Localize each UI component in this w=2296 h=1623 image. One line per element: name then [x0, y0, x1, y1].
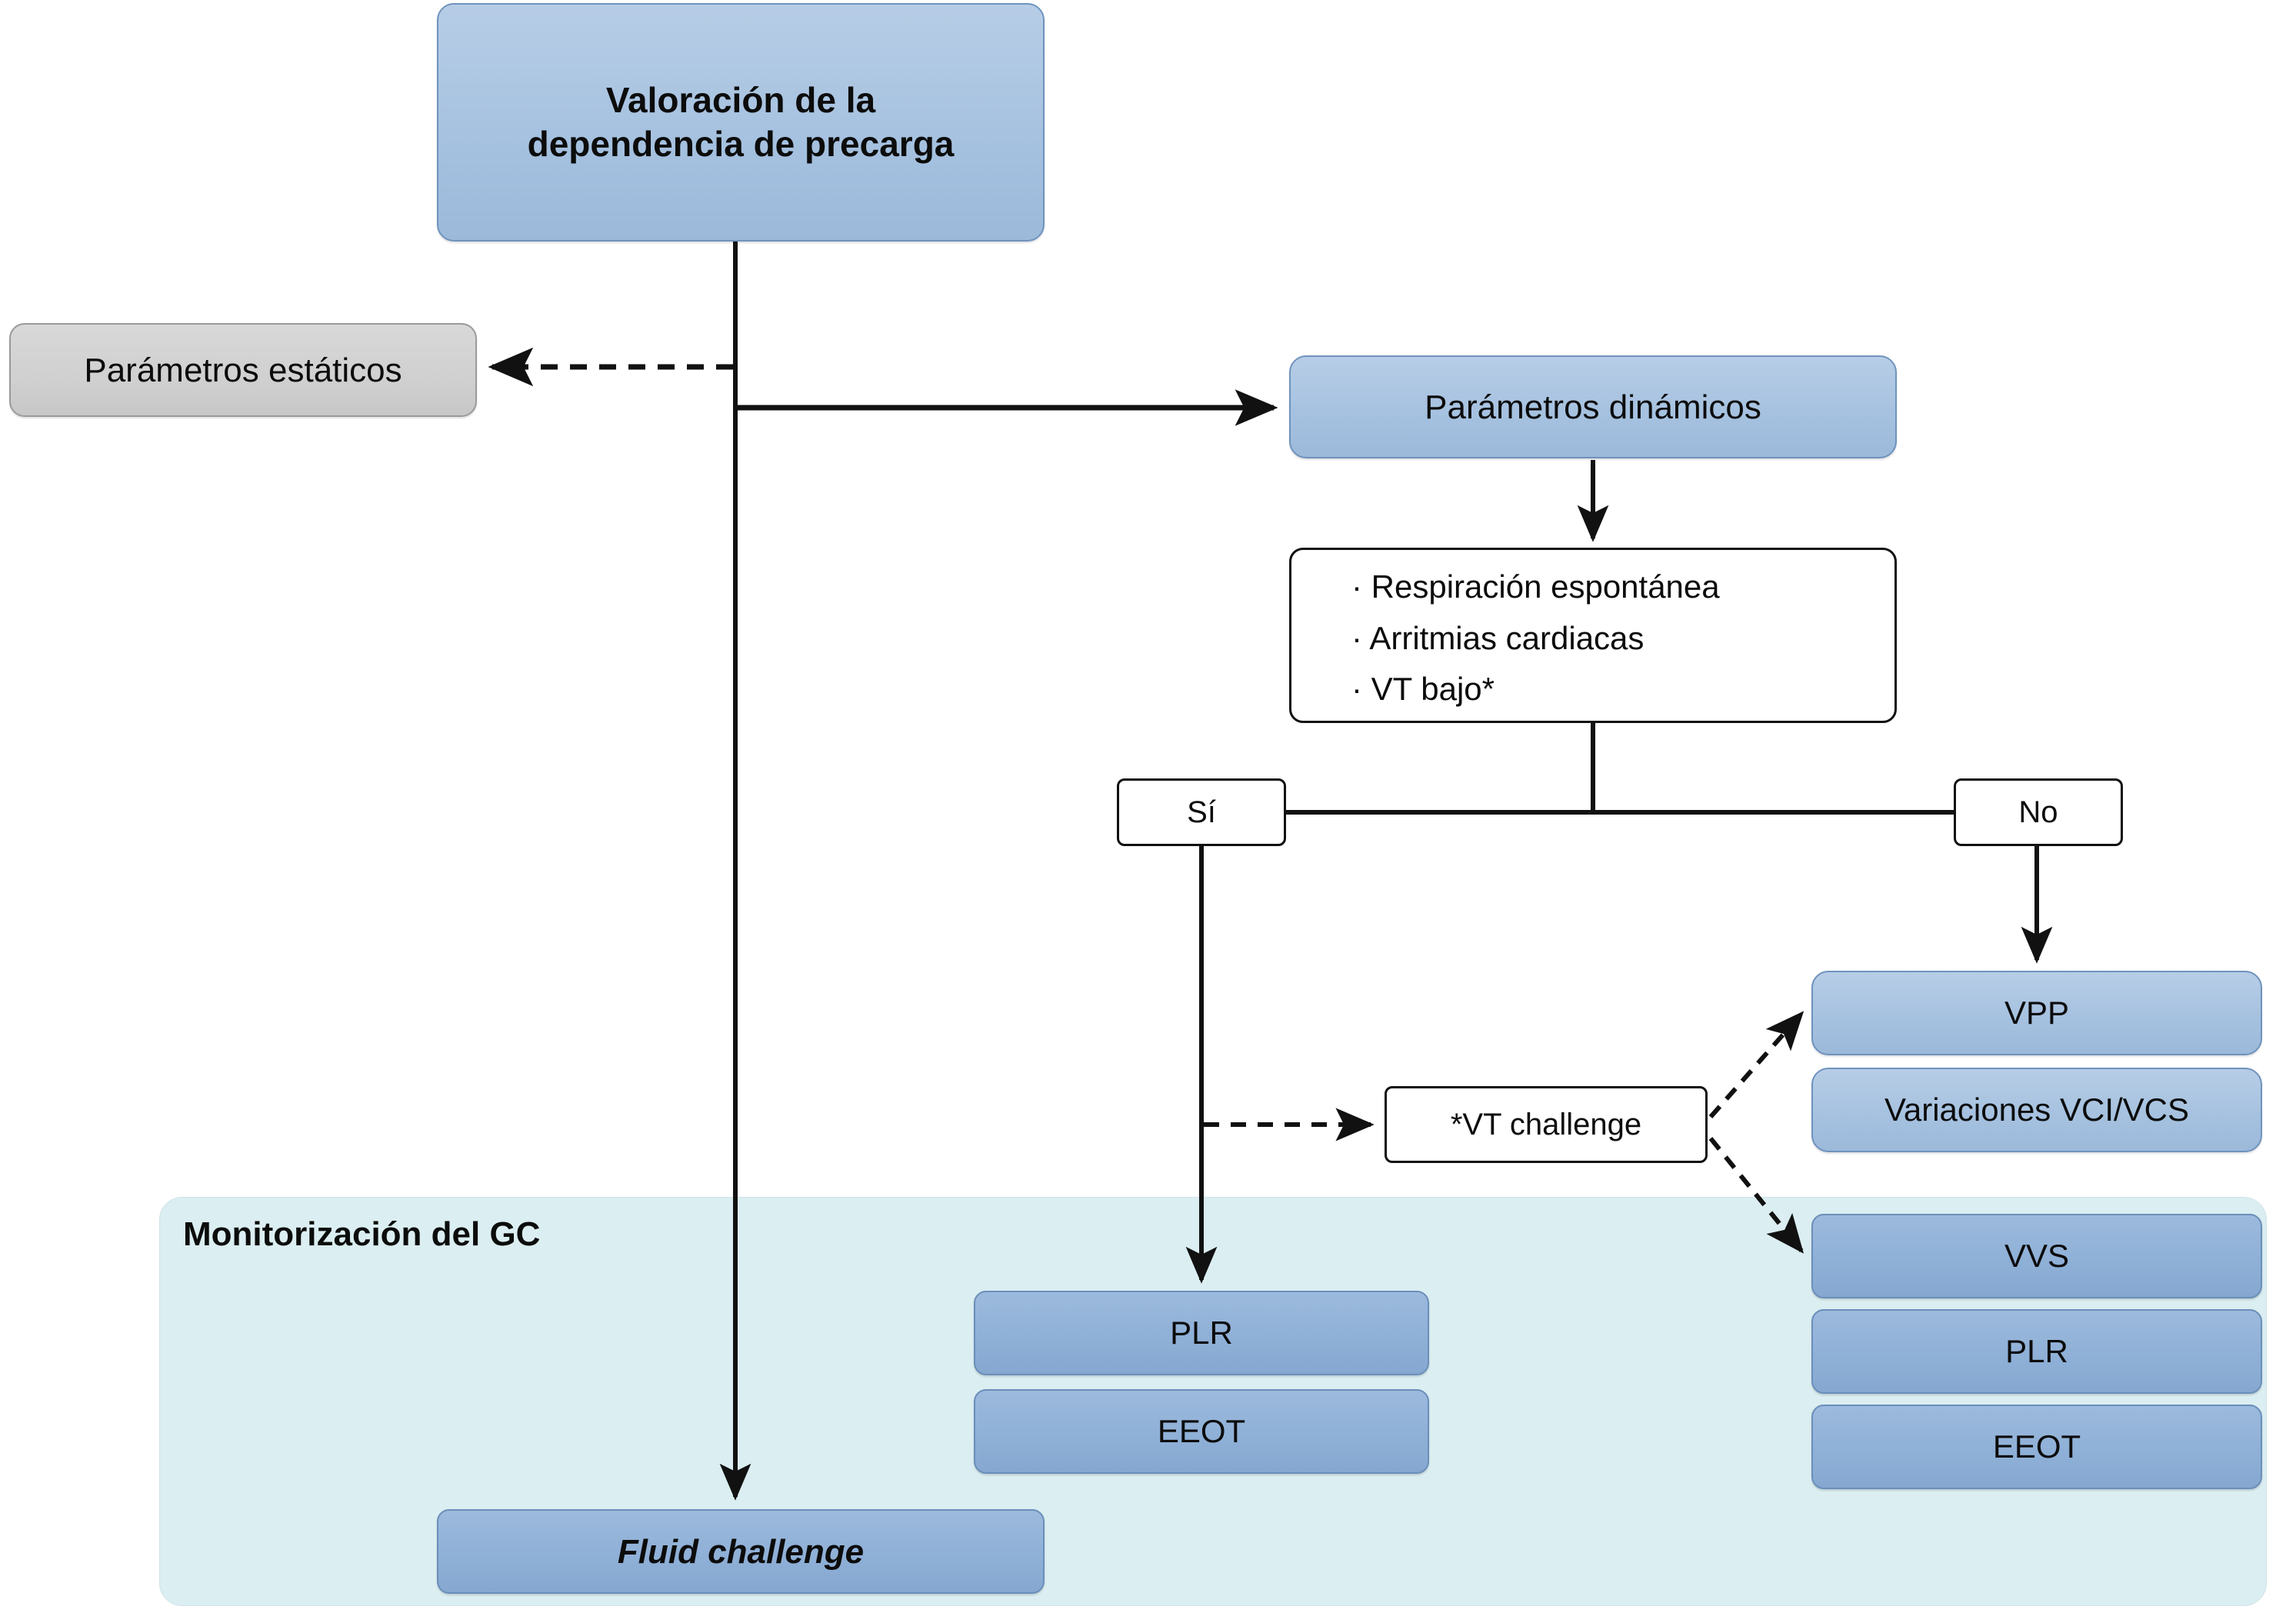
- node-vci-vcs-label: Variaciones VCI/VCS: [1884, 1091, 2190, 1128]
- node-vci-vcs-variations[interactable]: Variaciones VCI/VCS: [1811, 1068, 2262, 1152]
- node-static-label: Parámetros estáticos: [84, 351, 402, 389]
- node-eeot-left[interactable]: EEOT: [974, 1389, 1429, 1474]
- node-root-label-line2: dependencia de precarga: [527, 124, 955, 164]
- node-vt-challenge-label: *VT challenge: [1450, 1108, 1642, 1141]
- node-conditions-list[interactable]: · Respiración espontánea · Arritmias car…: [1289, 548, 1897, 723]
- node-plr-left-label: PLR: [1170, 1314, 1233, 1351]
- node-static-parameters[interactable]: Parámetros estáticos: [9, 323, 477, 417]
- node-vvs[interactable]: VVS: [1811, 1214, 2262, 1298]
- node-decision-yes[interactable]: Sí: [1117, 778, 1286, 846]
- node-preload-dependence-assessment[interactable]: Valoración de la dependencia de precarga: [437, 3, 1045, 242]
- condition-item-1: · Respiración espontánea: [1351, 568, 1720, 605]
- monitoring-panel-label: Monitorización del GC: [183, 1215, 541, 1253]
- node-root-label: Valoración de la dependencia de precarga: [528, 78, 955, 167]
- edge-vt-challenge-to-vpp: [1708, 1011, 1804, 1118]
- condition-item-2: · Arritmias cardiacas: [1351, 619, 1645, 656]
- node-decision-yes-label: Sí: [1187, 795, 1216, 829]
- node-decision-no-label: No: [2018, 795, 2058, 829]
- node-root-label-line1: Valoración de la: [605, 79, 876, 120]
- node-dynamic-label: Parámetros dinámicos: [1425, 388, 1761, 426]
- node-eeot-right[interactable]: EEOT: [1811, 1405, 2262, 1489]
- node-vpp[interactable]: VPP: [1811, 971, 2262, 1055]
- node-fluid-challenge[interactable]: Fluid challenge: [437, 1509, 1045, 1594]
- node-plr-right-label: PLR: [2005, 1332, 2068, 1369]
- node-vvs-label: VVS: [2004, 1237, 2070, 1274]
- node-plr-left[interactable]: PLR: [974, 1291, 1429, 1375]
- node-vt-challenge[interactable]: *VT challenge: [1385, 1086, 1708, 1163]
- node-vpp-label: VPP: [2004, 994, 2070, 1031]
- node-plr-right[interactable]: PLR: [1811, 1309, 2262, 1394]
- node-fluid-challenge-label: Fluid challenge: [617, 1532, 865, 1571]
- node-dynamic-parameters[interactable]: Parámetros dinámicos: [1289, 355, 1897, 458]
- node-eeot-right-label: EEOT: [1992, 1428, 2081, 1465]
- node-eeot-left-label: EEOT: [1157, 1412, 1246, 1449]
- condition-item-3: · VT bajo*: [1351, 671, 1495, 707]
- node-decision-no[interactable]: No: [1954, 778, 2123, 846]
